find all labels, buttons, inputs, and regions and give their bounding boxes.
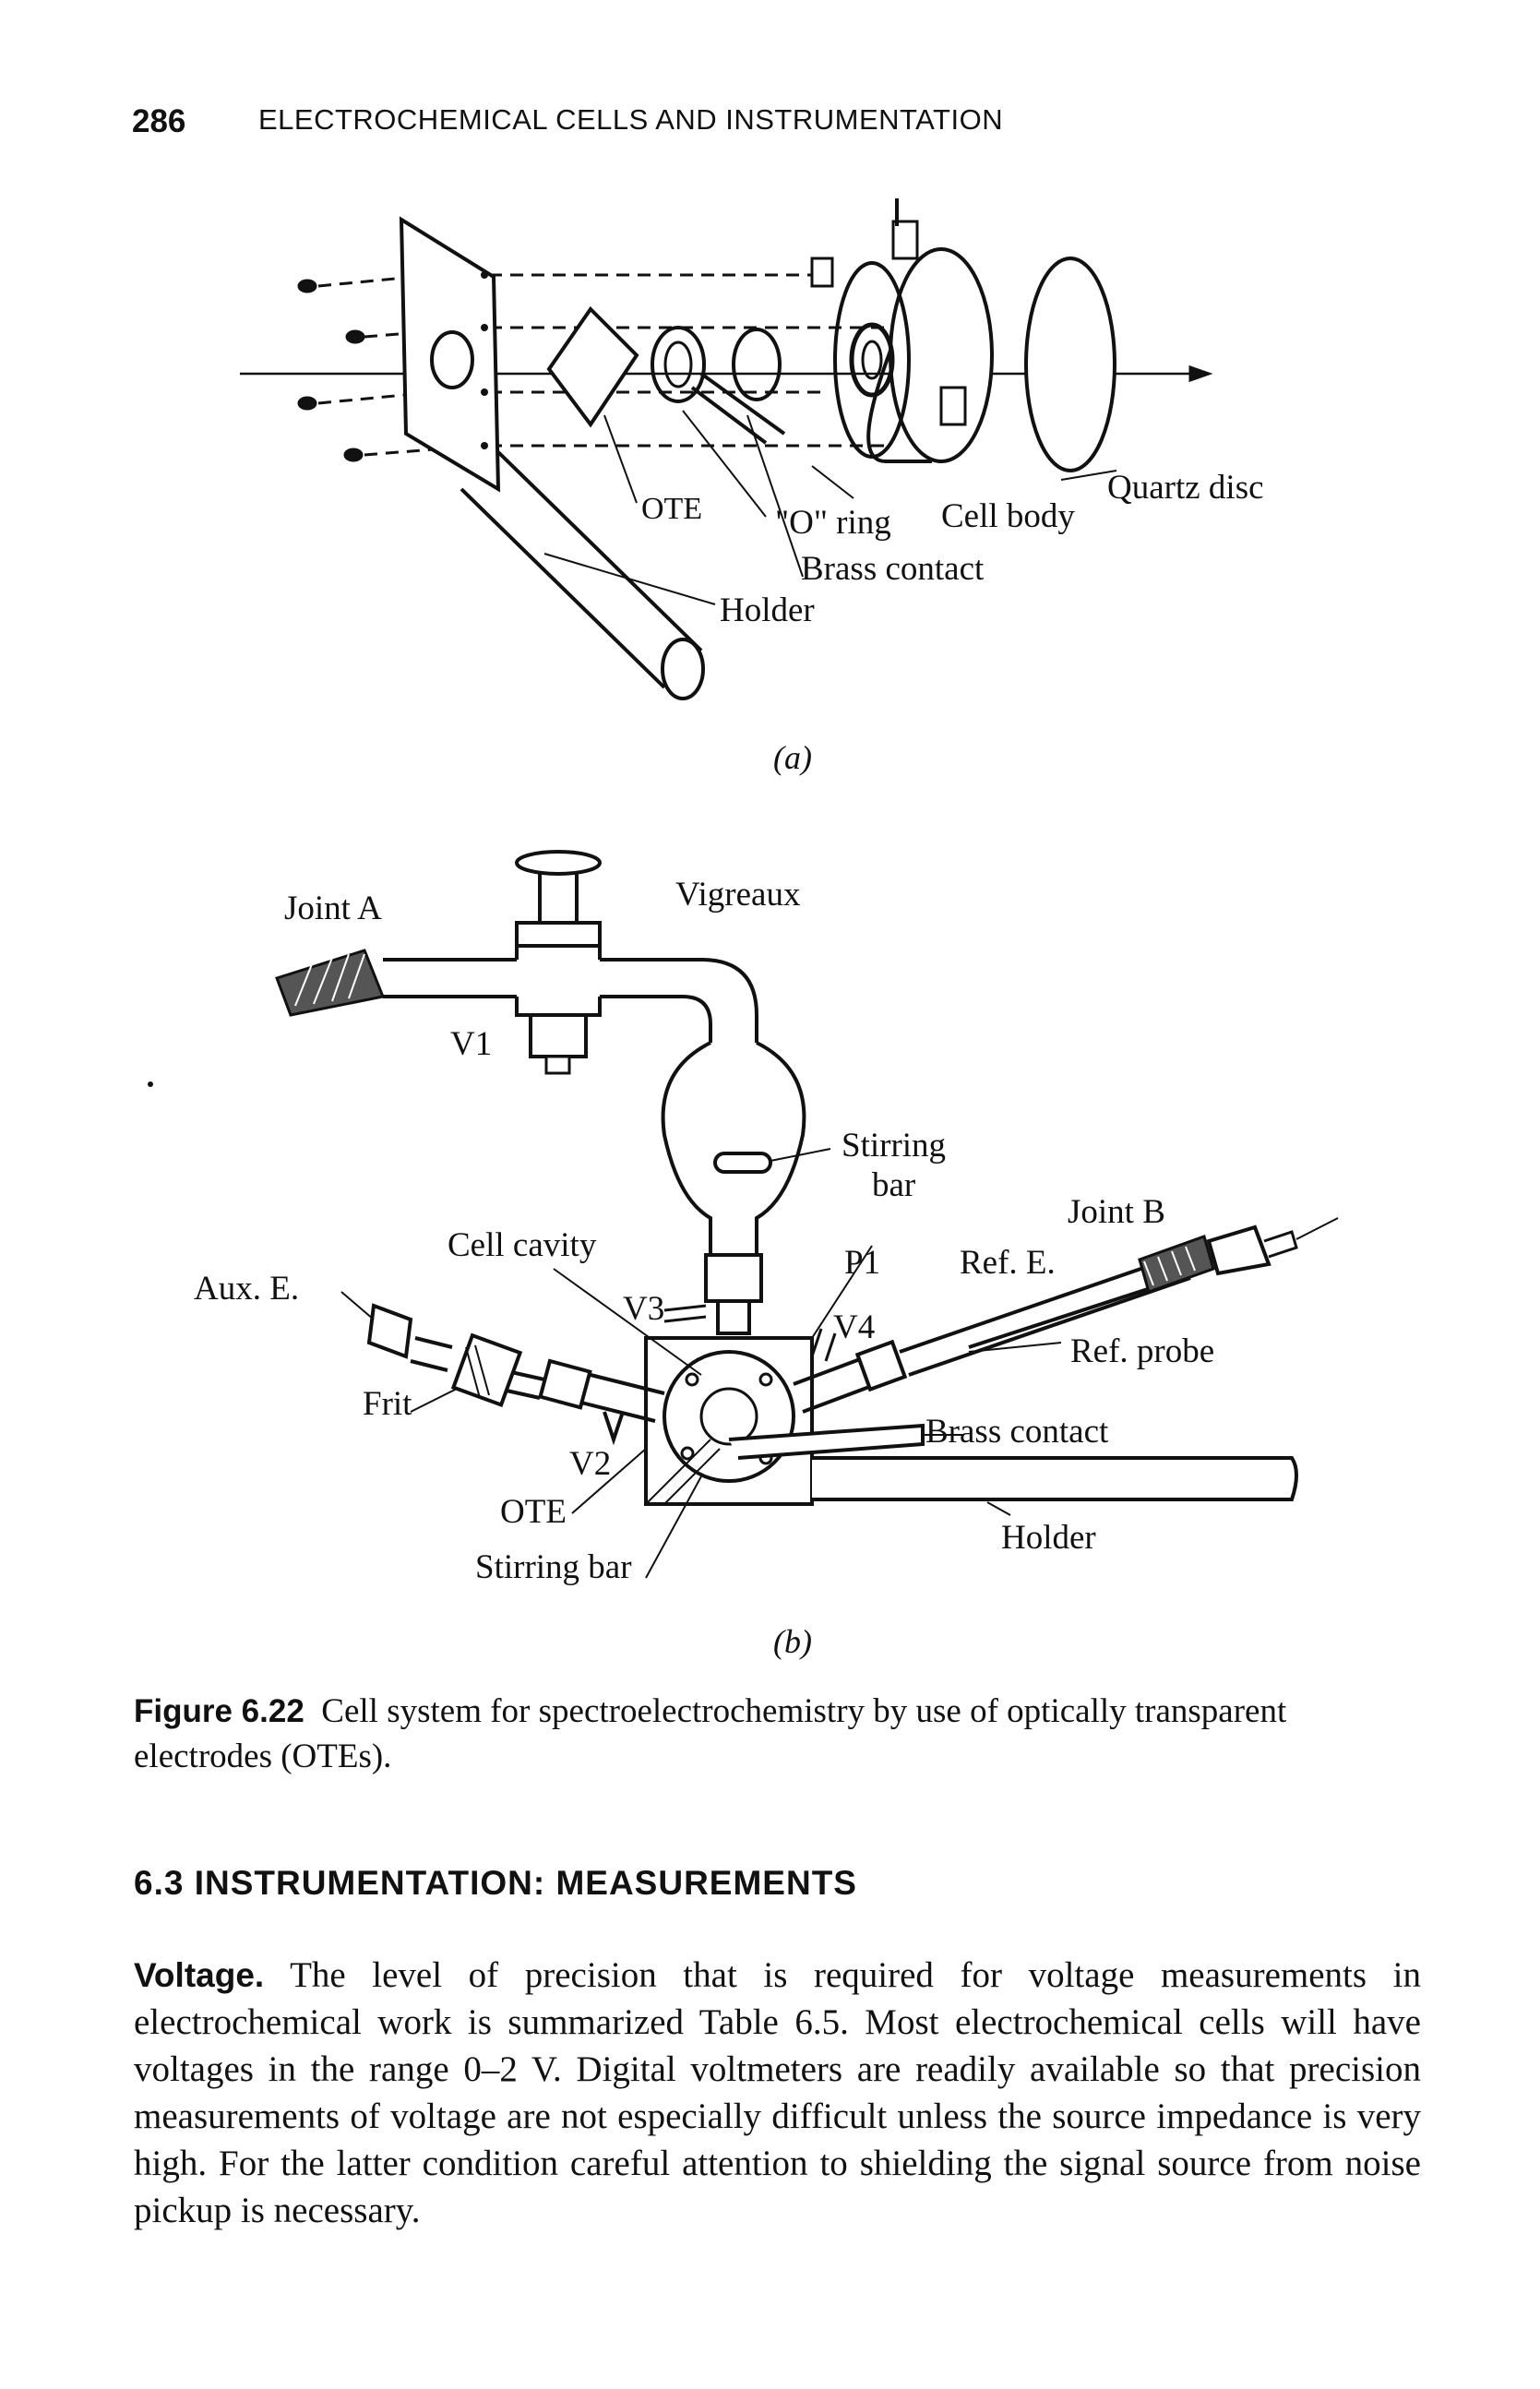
label-v1: V1	[450, 1025, 493, 1063]
running-title: ELECTROCHEMICAL CELLS AND INSTRUMENTATIO…	[258, 103, 1004, 136]
label-cell-body: Cell body	[941, 497, 1075, 535]
label-vigreaux: Vigreaux	[675, 876, 801, 914]
screw-icon	[297, 279, 365, 462]
label-holder-b: Holder	[1001, 1519, 1096, 1557]
label-frit: Frit	[363, 1385, 412, 1423]
label-ote-b: OTE	[500, 1493, 567, 1531]
label-bar-top: bar	[872, 1166, 916, 1204]
figure-label: Figure 6.22	[134, 1693, 304, 1729]
body-paragraph: Voltage. The level of precision that is …	[134, 1952, 1421, 2234]
joint-b-icon	[1138, 1235, 1215, 1294]
label-holder-a: Holder	[720, 591, 815, 629]
label-v2: V2	[569, 1445, 612, 1483]
joint-a-icon	[275, 949, 386, 1017]
label-o-ring: "O" ring	[775, 504, 891, 542]
label-aux-e: Aux. E.	[194, 1270, 300, 1308]
section-heading: 6.3 INSTRUMENTATION: MEASUREMENTS	[134, 1864, 857, 1902]
label-v4: V4	[833, 1308, 876, 1346]
label-ref-probe: Ref. probe	[1070, 1332, 1215, 1370]
figure-b-drawing	[148, 850, 1339, 1579]
figure-b-sublabel: (b)	[773, 1623, 812, 1660]
run-in-heading: Voltage.	[134, 1956, 265, 1994]
label-p1: P1	[844, 1244, 881, 1282]
label-joint-a: Joint A	[284, 890, 382, 927]
label-v3: V3	[623, 1290, 665, 1328]
label-stirring-top: Stirring	[842, 1127, 947, 1165]
label-joint-b: Joint B	[1068, 1193, 1165, 1231]
label-brass-contact-b: Brass contact	[925, 1413, 1109, 1451]
label-cell-cavity: Cell cavity	[448, 1226, 597, 1264]
figure-a-sublabel: (a)	[773, 739, 812, 776]
figure-caption: Figure 6.22 Cell system for spectroelect…	[134, 1689, 1426, 1779]
paragraph-text: The level of precision that is required …	[134, 1955, 1421, 2230]
label-ref-e: Ref. E.	[960, 1244, 1056, 1282]
label-brass-contact-a: Brass contact	[801, 550, 985, 588]
page-number: 286	[132, 103, 186, 139]
label-quartz-disc: Quartz disc	[1107, 469, 1264, 507]
figure-a-drawing	[240, 198, 1213, 700]
label-ote-a: OTE	[641, 492, 703, 526]
label-stirring-bar-bottom: Stirring bar	[475, 1548, 632, 1586]
caption-text: Cell system for spectroelectrochemistry …	[134, 1692, 1287, 1775]
